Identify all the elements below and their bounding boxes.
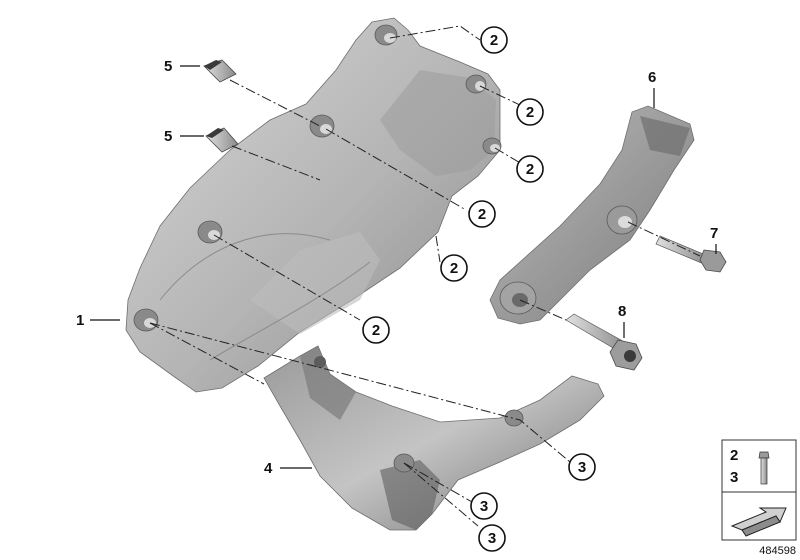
cover-part [125,17,502,393]
legend-label-2: 2 [730,447,738,464]
catalog-number: 484598 [759,545,796,557]
callout-3-b: 3 [480,498,488,515]
arrow-icon [730,507,787,537]
callout-2-f: 2 [372,322,380,339]
callout-3-c: 3 [488,530,496,547]
label-leaders [90,65,717,469]
sleeve-upper [203,59,237,83]
callout-3-a: 3 [578,459,586,476]
legend-label-3: 3 [730,469,738,486]
screw-part-7 [655,235,727,273]
legend-box [721,439,797,541]
circled-callouts [362,26,596,552]
callout-2-b: 2 [526,104,534,121]
callout-5-lower: 5 [164,128,172,145]
callout-2-c: 2 [526,161,534,178]
sleeve-lower [205,127,239,153]
callout-4: 4 [264,460,273,477]
guard-part [263,345,605,531]
callout-7: 7 [710,225,718,242]
callout-6: 6 [648,69,656,86]
callout-2-d: 2 [478,206,486,223]
callout-5-upper: 5 [164,58,172,75]
assembly-lines [149,25,701,527]
screw-part-8 [565,313,643,371]
legend-screw-icon [758,451,770,485]
callout-2-e: 2 [450,260,458,277]
callout-2-a: 2 [490,32,498,49]
bracket-part [489,105,695,325]
callout-1: 1 [76,312,84,329]
callout-8: 8 [618,303,626,320]
